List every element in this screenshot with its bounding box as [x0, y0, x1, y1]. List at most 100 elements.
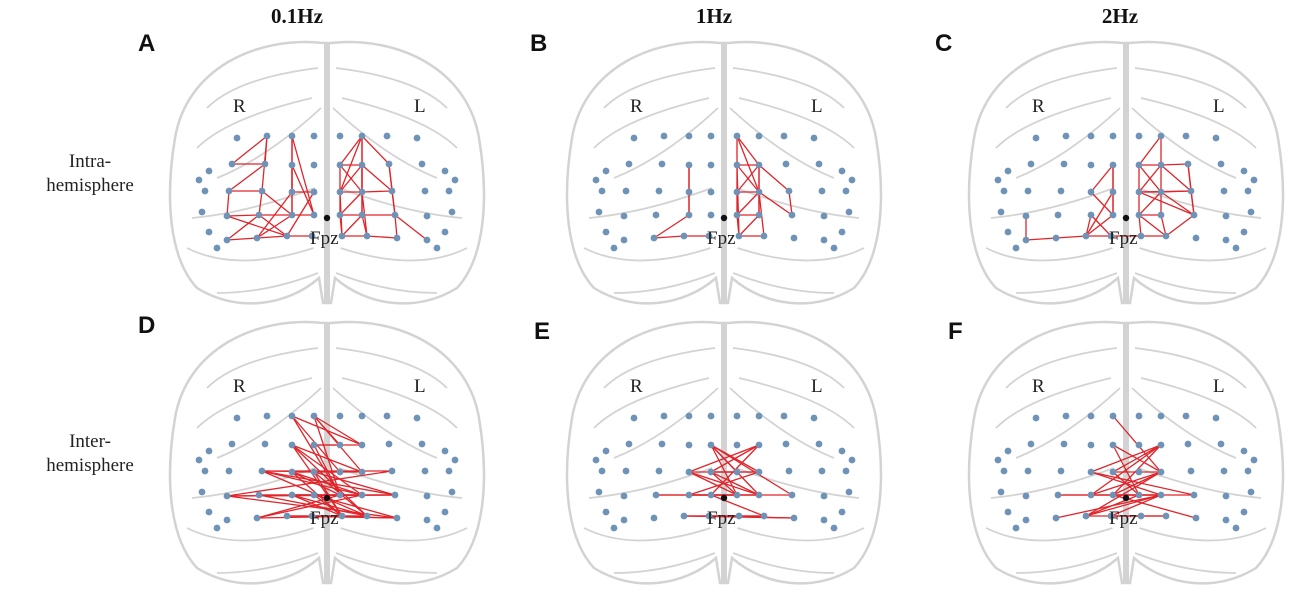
electrode-channel [223, 492, 231, 500]
brain-gyrus-line [1005, 347, 1118, 389]
fpz-reference-dot [323, 214, 331, 222]
brain-gyrus-line [1134, 552, 1237, 574]
brain-gyrus-line [332, 387, 438, 459]
electrode-channel [288, 468, 296, 476]
electrode-channel [755, 161, 763, 169]
electrode-channel [1182, 412, 1190, 420]
hemisphere-label-left: L [1213, 376, 1225, 397]
brain-gyrus-line [1137, 467, 1262, 499]
brain-gyrus-line [995, 97, 1112, 149]
electrode-channel [1004, 508, 1012, 516]
brain-panel-c [967, 40, 1285, 305]
brain-gyrus-line [995, 377, 1112, 429]
electrode-channel [336, 491, 344, 499]
electrode-channel [595, 208, 603, 216]
electrode-channel [1190, 491, 1198, 499]
brain-gyrus-line [593, 377, 710, 429]
connection-line [758, 191, 793, 216]
electrode-channel [363, 512, 371, 520]
brain-gyrus-line [335, 272, 438, 294]
electrode-channel [1162, 232, 1170, 240]
fpz-label: Fpz [1109, 508, 1138, 529]
electrode-channel [393, 234, 401, 242]
hemisphere-label-right: R [630, 376, 643, 397]
electrode-channel [1057, 187, 1065, 195]
electrode-channel [1022, 236, 1030, 244]
electrode-channel [1250, 176, 1258, 184]
electrode-channel [1222, 516, 1230, 524]
connection-line [1090, 214, 1112, 237]
electrode-channel [733, 132, 741, 140]
electrode-channel [755, 468, 763, 476]
electrode-channel [838, 167, 846, 175]
connection-line [710, 494, 765, 517]
connection-line [291, 415, 363, 446]
brain-gyrus-line [735, 467, 860, 499]
electrode-channel [1244, 187, 1252, 195]
electrode-channel [1062, 132, 1070, 140]
electrode-channel [201, 467, 209, 475]
electrode-channel [1004, 167, 1012, 175]
electrode-channel [1217, 160, 1225, 168]
electrode-channel [755, 211, 763, 219]
electrode-channel [815, 160, 823, 168]
electrode-channel [1024, 187, 1032, 195]
electrode-channel [1240, 447, 1248, 455]
brain-gyrus-line [216, 272, 319, 294]
connection-line [710, 444, 760, 473]
electrode-channel [451, 456, 459, 464]
hemisphere-label-left: L [414, 96, 426, 117]
electrode-channel [650, 234, 658, 242]
electrode-channel [1022, 212, 1030, 220]
electrode-channel [358, 468, 366, 476]
connection-line [1138, 214, 1167, 237]
brain-gyrus-line [191, 467, 316, 499]
electrode-channel [810, 414, 818, 422]
electrode-channel [838, 447, 846, 455]
electrode-channel [1157, 188, 1165, 196]
electrode-channel [383, 412, 391, 420]
brain-gyrus-line [196, 97, 313, 149]
electrode-channel [255, 491, 263, 499]
electrode-channel [685, 468, 693, 476]
column-title-1hz: 1Hz [695, 4, 733, 28]
electrode-channel [1247, 488, 1255, 496]
electrode-channel [1222, 236, 1230, 244]
electrode-channel [1012, 524, 1020, 532]
connection-line [226, 214, 260, 241]
electrode-channel [336, 441, 344, 449]
hemisphere-label-right: R [1032, 96, 1045, 117]
electrode-channel [733, 441, 741, 449]
connection-line [366, 235, 398, 239]
electrode-channel [602, 508, 610, 516]
electrode-channel [358, 188, 366, 196]
brain-gyrus-line [732, 272, 835, 294]
electrode-channel [423, 236, 431, 244]
fpz-reference-dot [720, 494, 728, 502]
connection-line [1090, 444, 1162, 496]
connection-line [736, 164, 760, 193]
electrode-channel [1057, 467, 1065, 475]
brain-gyrus-line [613, 107, 719, 179]
connection-line [1110, 494, 1162, 517]
connection-line [736, 191, 760, 216]
electrode-channel [620, 212, 628, 220]
electrode-channel [336, 468, 344, 476]
electrode-channel [1135, 491, 1143, 499]
connection-line [1160, 164, 1192, 192]
connection-line [291, 164, 315, 216]
fpz-reference-dot [323, 494, 331, 502]
electrode-channel [1004, 228, 1012, 236]
connection-line [291, 471, 341, 496]
brain-gyrus-line [583, 527, 711, 542]
electrode-channel [1109, 491, 1117, 499]
electrode-channel [445, 467, 453, 475]
electrode-channel [598, 187, 606, 195]
electrode-channel [685, 412, 693, 420]
electrode-channel [205, 508, 213, 516]
electrode-channel [448, 208, 456, 216]
hemisphere-label-right: R [1032, 376, 1045, 397]
electrode-channel [451, 176, 459, 184]
electrode-channel [780, 132, 788, 140]
